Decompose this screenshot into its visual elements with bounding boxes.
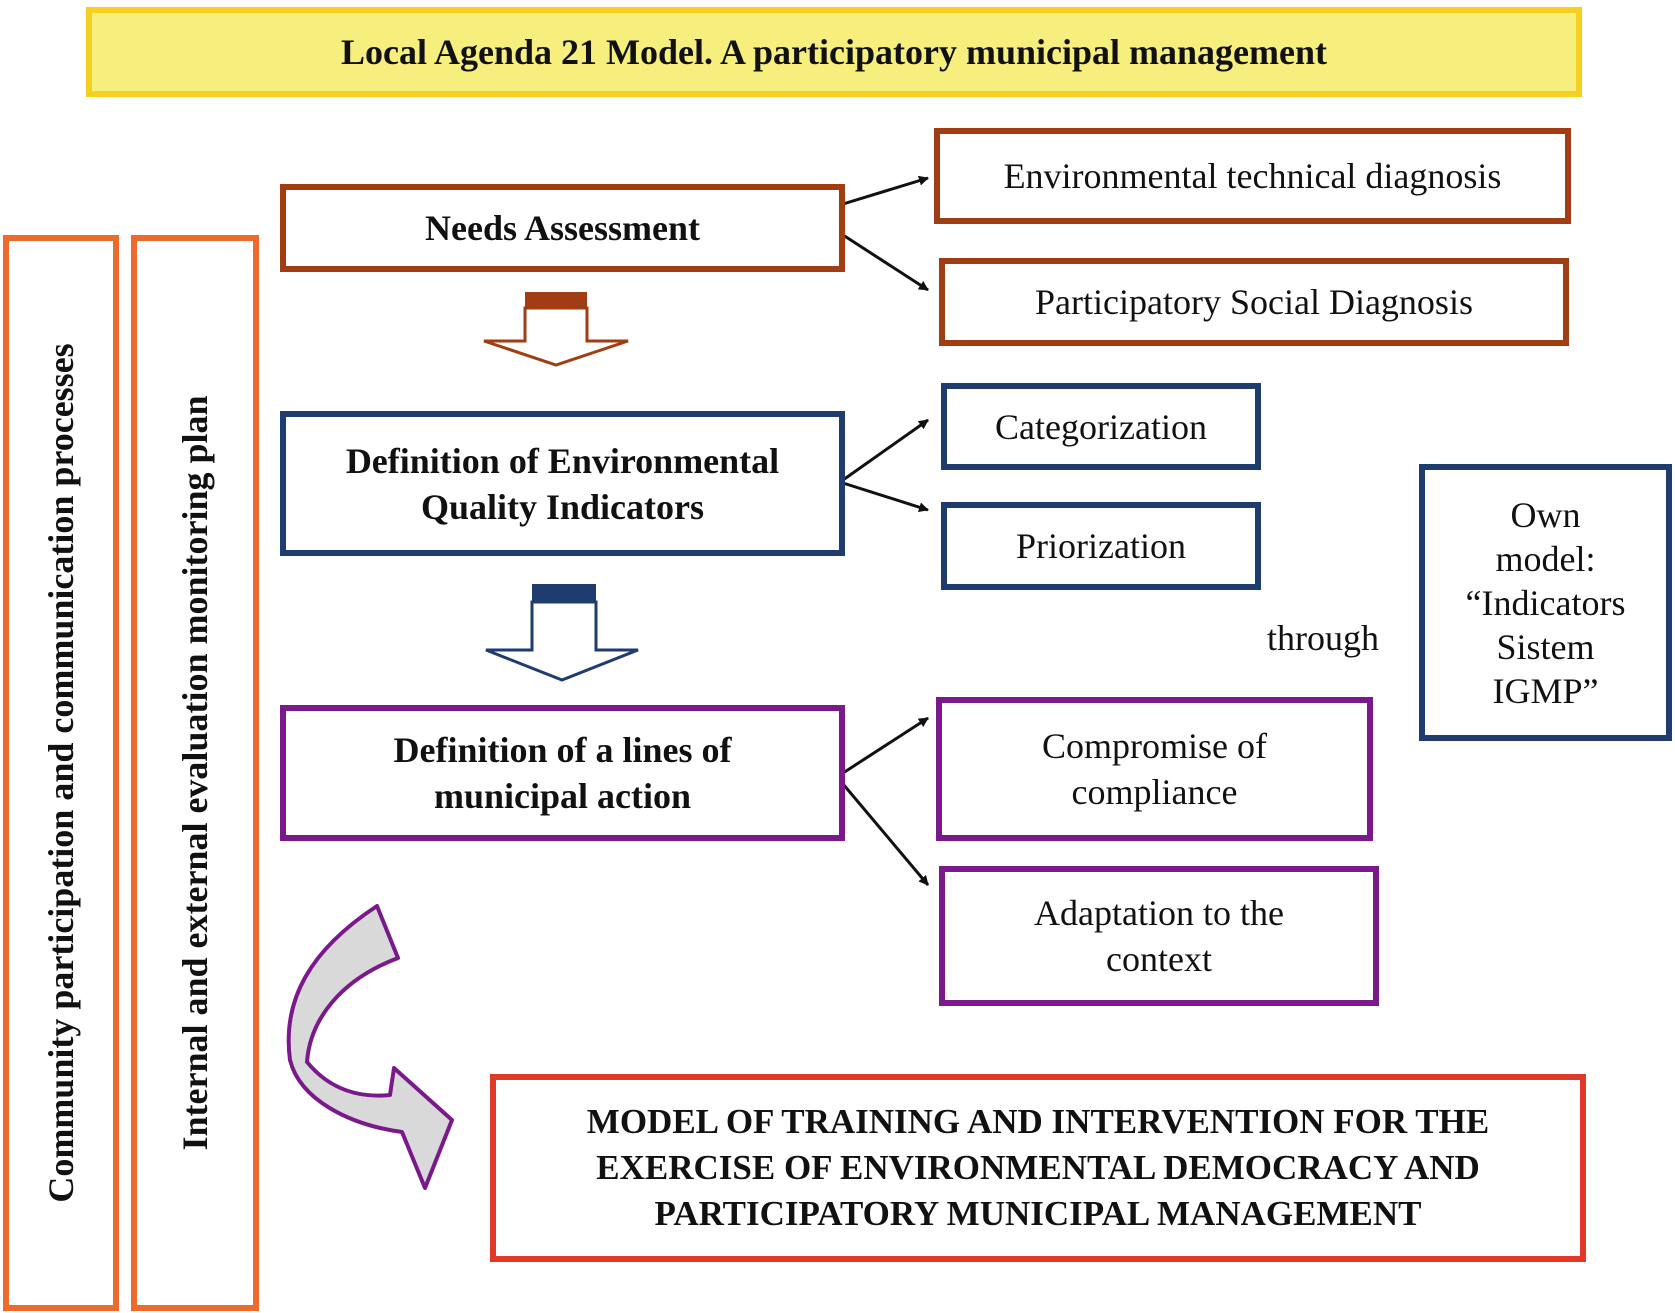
diagram-title: Local Agenda 21 Model. A participatory m… [86,7,1582,97]
municipal-action-line1: Definition of a lines of [393,730,732,770]
social-diagnosis-box: Participatory Social Diagnosis [939,258,1569,346]
compromise-compliance-box: Compromise of compliance [936,697,1373,841]
categorization-label: Categorization [995,406,1207,447]
own-model-line4: Sistem [1496,626,1595,667]
priorization-box: Priorization [941,502,1261,590]
needs-assessment-box: Needs Assessment [280,184,845,272]
municipal-action-line2: municipal action [433,776,692,816]
compromise-compliance-line1: Compromise of [1042,726,1267,766]
final-model-box: MODEL OF TRAINING AND INTERVENTION FOR T… [490,1074,1586,1262]
block-arrow-1-cap [525,292,587,308]
municipal-action-box: Definition of a lines of municipal actio… [280,705,845,841]
arrow-indicators-to-categorization [842,418,929,482]
arrow-indicators-to-priorization [842,481,929,513]
adaptation-context-line2: context [1106,939,1212,979]
categorization-box: Categorization [941,383,1261,470]
arrow-action-to-adaptation [841,783,930,886]
arrow-action-to-compromise [842,716,929,775]
needs-assessment-label: Needs Assessment [425,208,700,248]
compromise-compliance-line2: compliance [1071,772,1238,812]
own-model-box: Own model: “Indicators Sistem IGMP” [1419,464,1672,741]
environmental-diagnosis-box: Environmental technical diagnosis [934,128,1571,224]
indicators-definition-line1: Definition of Environmental [345,440,780,481]
own-model-line5: IGMP” [1492,670,1599,711]
own-model-line3: “Indicators [1465,582,1626,623]
community-participation-panel: Community participation and communicatio… [3,235,119,1311]
final-model-line2: EXERCISE OF ENVIRONMENTAL DEMOCRACY AND [596,1148,1480,1187]
block-arrow-1 [483,306,629,367]
evaluation-monitoring-panel: Internal and external evaluation monitor… [131,235,259,1311]
arrow-needs-to-social [842,233,929,292]
block-arrow-2-cap [532,584,596,602]
final-model-line3: PARTICIPATORY MUNICIPAL MANAGEMENT [654,1194,1422,1233]
curved-arrow [286,904,454,1190]
through-label: through [1267,618,1379,658]
adaptation-context-line1: Adaptation to the [1034,893,1284,933]
arrow-needs-to-technical [842,175,929,206]
priorization-label: Priorization [1016,526,1186,566]
indicators-definition-line2: Quality Indicators [420,486,705,527]
environmental-diagnosis-label: Environmental technical diagnosis [1003,156,1502,196]
social-diagnosis-label: Participatory Social Diagnosis [1035,282,1473,322]
final-model-line1: MODEL OF TRAINING AND INTERVENTION FOR T… [586,1102,1490,1141]
diagram-title-text: Local Agenda 21 Model. A participatory m… [341,32,1327,72]
own-model-line1: Own [1510,494,1581,535]
own-model-line2: model: [1495,538,1596,579]
indicators-definition-box: Definition of Environmental Quality Indi… [280,411,845,556]
block-arrow-2 [485,600,639,682]
adaptation-context-box: Adaptation to the context [939,866,1379,1006]
